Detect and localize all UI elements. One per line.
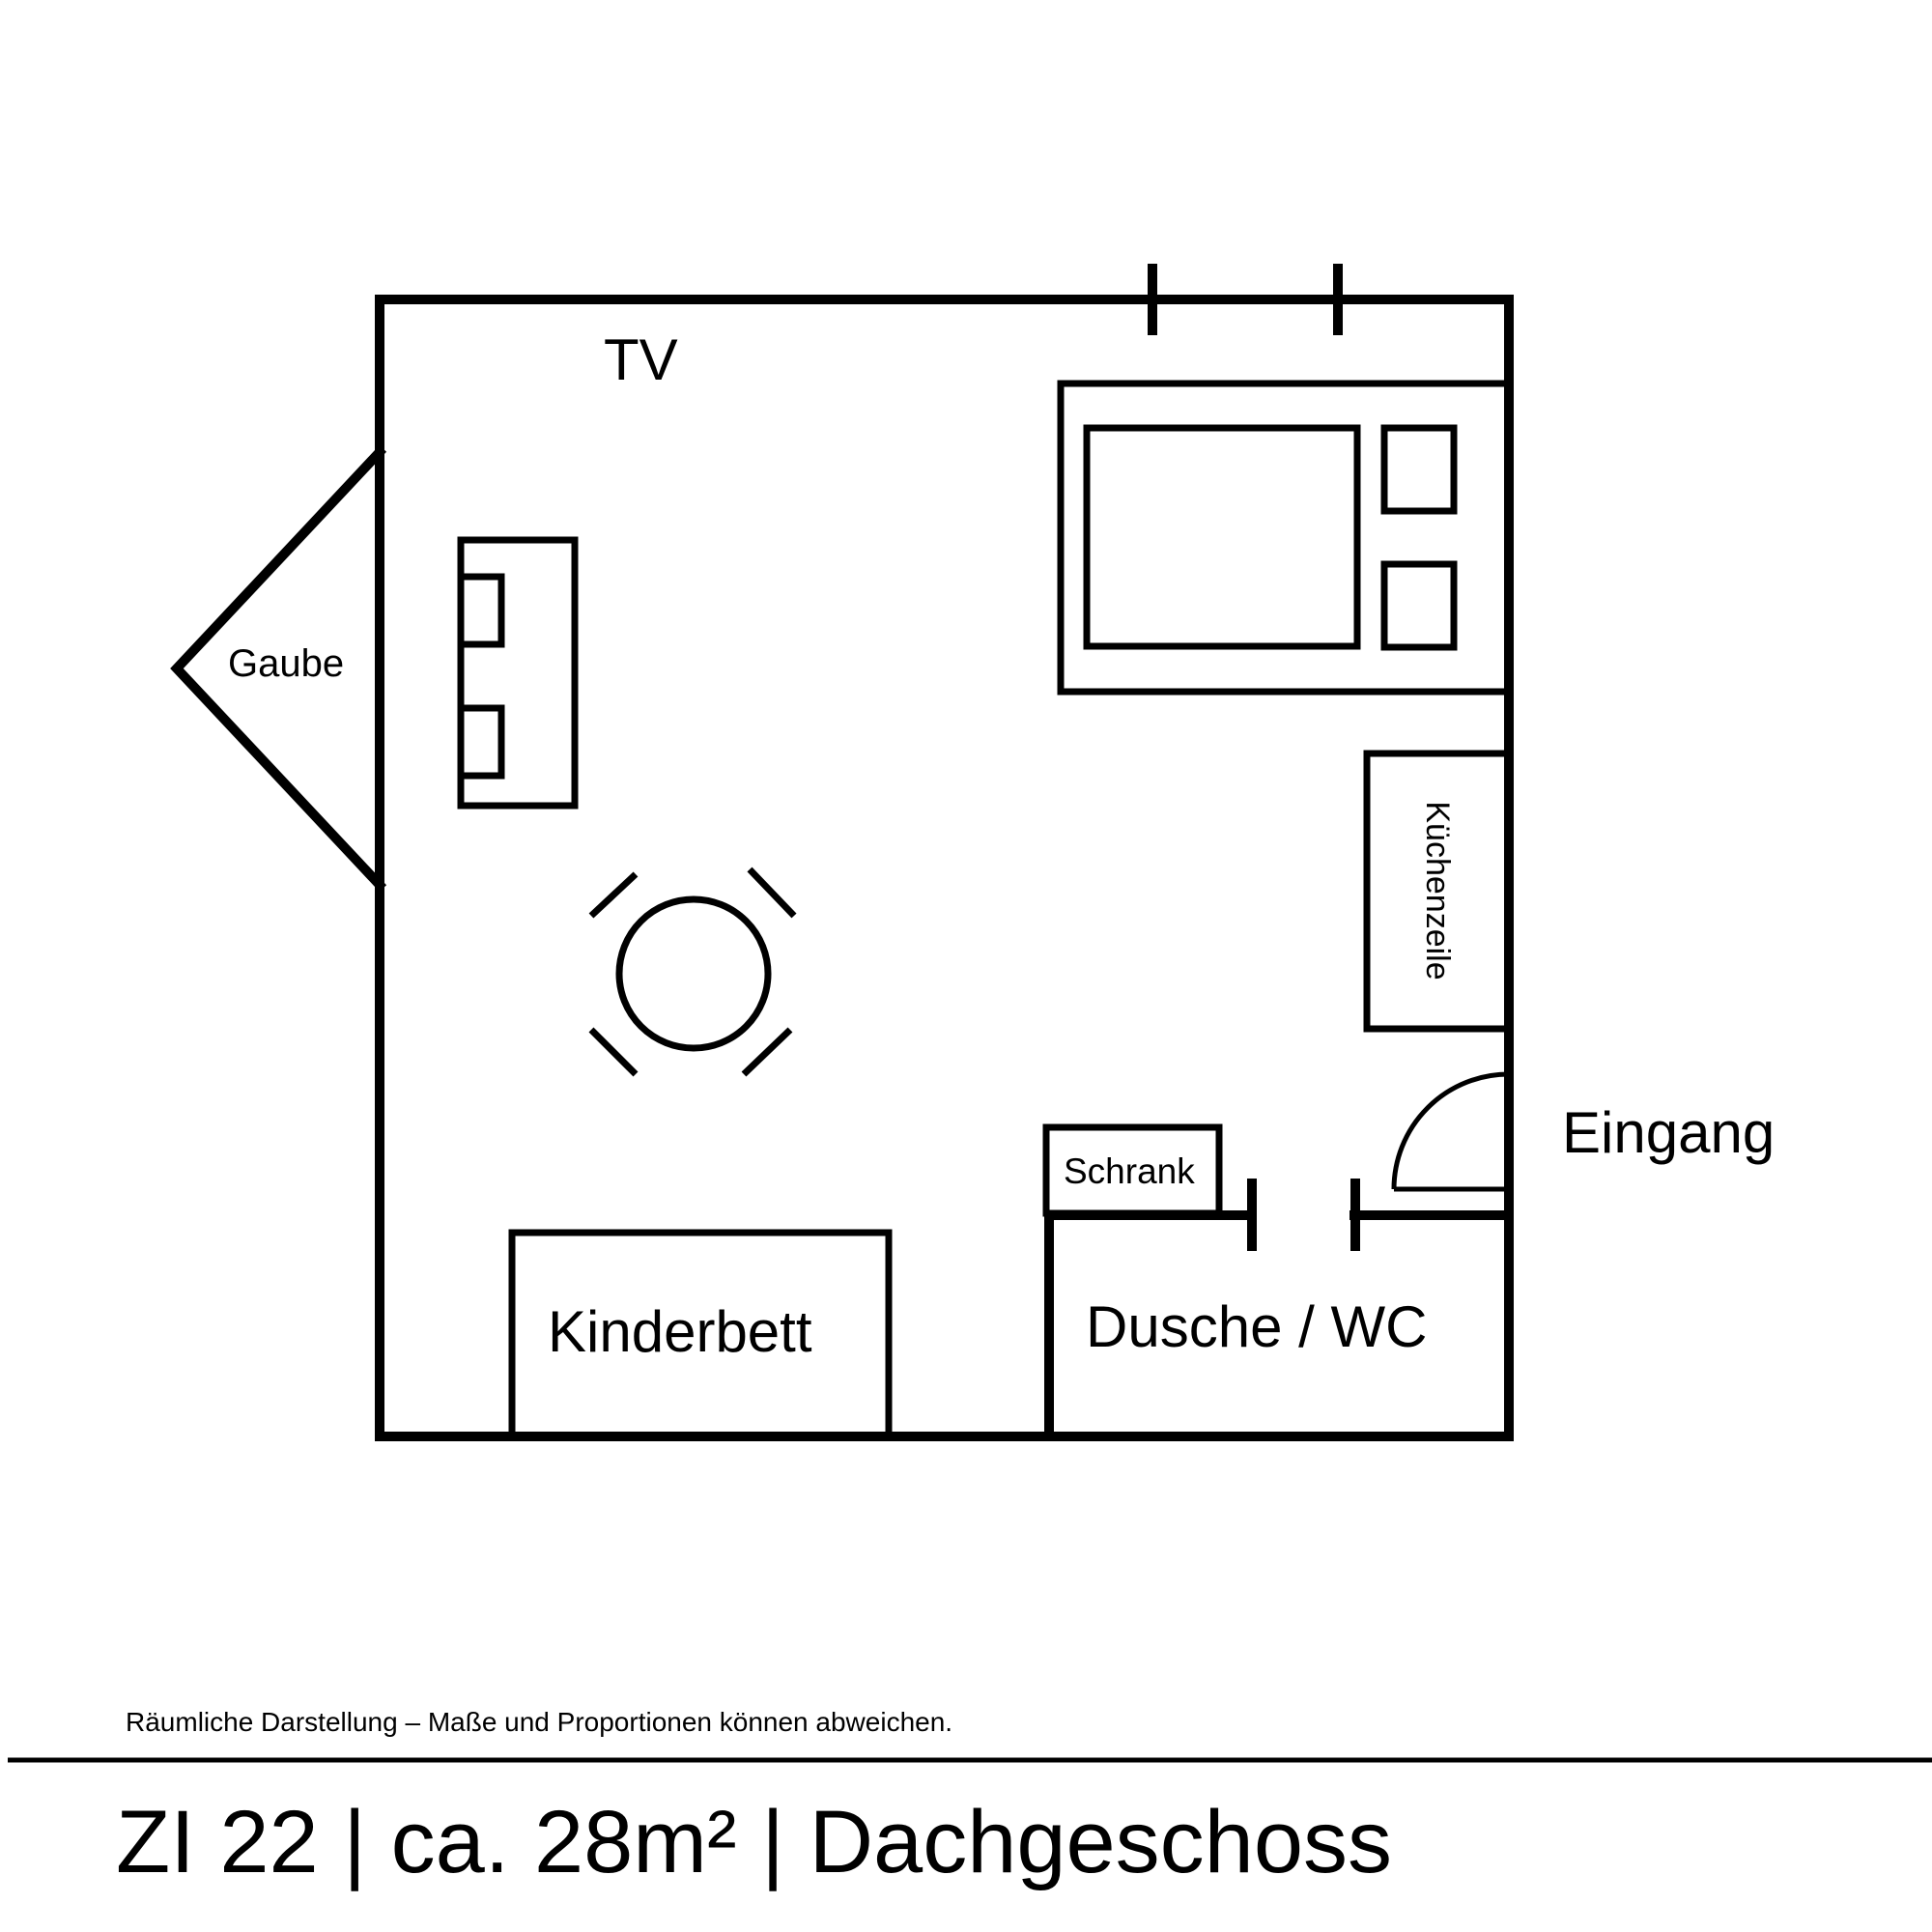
sofa-frame: [457, 536, 579, 810]
footer-title: ZI 22 | ca. 28m² | Dachgeschoss: [116, 1793, 1392, 1891]
window-top: [1148, 264, 1343, 335]
bed-mattress: [1083, 424, 1361, 650]
sofa: [457, 536, 579, 810]
chair-bottom-right: [741, 1027, 793, 1077]
kinderbett-box: [508, 1229, 893, 1436]
table-circle: [615, 895, 772, 1052]
bed-pillow-top: [1380, 424, 1458, 515]
chair-top-right: [747, 867, 797, 919]
kuechenzeile-label: Küchenzeile: [1419, 801, 1456, 980]
chair-top-left: [588, 871, 639, 919]
double-bed: [1057, 380, 1513, 696]
bed-frame: [1057, 380, 1513, 696]
wall-outline: [375, 295, 1514, 1441]
gaube-outline: [170, 444, 387, 893]
crib: Kinderbett: [508, 1229, 893, 1436]
wardrobe: Schrank: [1042, 1123, 1223, 1217]
kitchenette: Küchenzeile: [1363, 750, 1513, 1033]
bathroom: Dusche / WC: [1044, 1179, 1514, 1441]
chair-bottom-left: [588, 1027, 639, 1077]
door-swing-arc: [1391, 1071, 1510, 1190]
gaube-label: Gaube: [228, 642, 344, 685]
sofa-cushion-bottom: [457, 704, 505, 780]
eingang-label: Eingang: [1562, 1100, 1775, 1165]
dining-table: [588, 867, 797, 1077]
disclaimer-text: Räumliche Darstellung – Maße und Proport…: [126, 1707, 952, 1737]
schrank-label: Schrank: [1064, 1151, 1195, 1191]
dusche-wc-label: Dusche / WC: [1086, 1294, 1427, 1359]
tv-label: TV: [604, 327, 678, 392]
entrance-door: [1391, 1071, 1510, 1192]
kinderbett-label: Kinderbett: [548, 1299, 812, 1364]
sofa-cushion-top: [457, 573, 505, 648]
kitchenette-box: [1363, 750, 1513, 1033]
outer-walls: [375, 295, 1514, 1441]
bed-pillow-bottom: [1380, 560, 1458, 651]
